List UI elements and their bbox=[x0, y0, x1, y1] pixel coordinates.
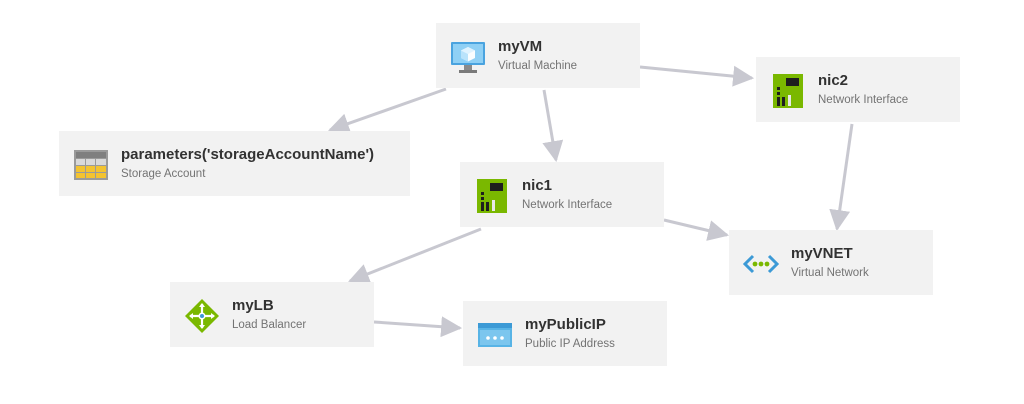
node-name: myPublicIP bbox=[525, 316, 606, 333]
edge-nic2-to-vnet bbox=[829, 123, 854, 232]
network-interface-icon bbox=[474, 178, 510, 214]
node-type: Network Interface bbox=[522, 199, 613, 211]
edge-vm-to-nic1 bbox=[542, 89, 564, 163]
network-interface-icon bbox=[770, 73, 806, 109]
storage-account-icon bbox=[73, 147, 109, 183]
node-storage-account[interactable]: parameters('storageAccountName') Storage… bbox=[59, 131, 410, 196]
edge-lb-to-pip bbox=[373, 316, 463, 338]
node-name: myVNET bbox=[791, 245, 853, 262]
node-public-ip[interactable]: myPublicIP Public IP Address bbox=[463, 301, 667, 366]
node-type: Load Balancer bbox=[232, 319, 307, 331]
node-name: myVM bbox=[498, 38, 543, 55]
node-load-balancer[interactable]: myLB Load Balancer bbox=[170, 282, 374, 347]
edge-nic1-to-lb bbox=[348, 227, 482, 284]
node-type: Storage Account bbox=[121, 168, 206, 180]
node-name: parameters('storageAccountName') bbox=[121, 146, 375, 163]
node-name: myLB bbox=[232, 297, 274, 314]
node-name: nic2 bbox=[818, 72, 849, 89]
node-vm[interactable]: myVM Virtual Machine bbox=[436, 23, 640, 88]
node-type: Public IP Address bbox=[525, 338, 615, 350]
node-vnet[interactable]: myVNET Virtual Network bbox=[729, 230, 933, 295]
virtual-network-icon bbox=[743, 246, 779, 282]
edge-vm-to-nic2 bbox=[639, 65, 755, 87]
node-nic2[interactable]: nic2 Network Interface bbox=[756, 57, 960, 122]
virtual-machine-icon bbox=[450, 39, 486, 75]
node-type: Network Interface bbox=[818, 94, 909, 106]
node-nic1[interactable]: nic1 Network Interface bbox=[460, 162, 664, 227]
node-type: Virtual Network bbox=[791, 267, 869, 279]
public-ip-icon bbox=[477, 317, 513, 353]
node-type: Virtual Machine bbox=[498, 60, 578, 72]
edge-nic1-to-vnet bbox=[663, 218, 730, 241]
load-balancer-icon bbox=[184, 298, 220, 334]
node-name: nic1 bbox=[522, 177, 553, 194]
edge-vm-to-storage bbox=[328, 87, 447, 134]
